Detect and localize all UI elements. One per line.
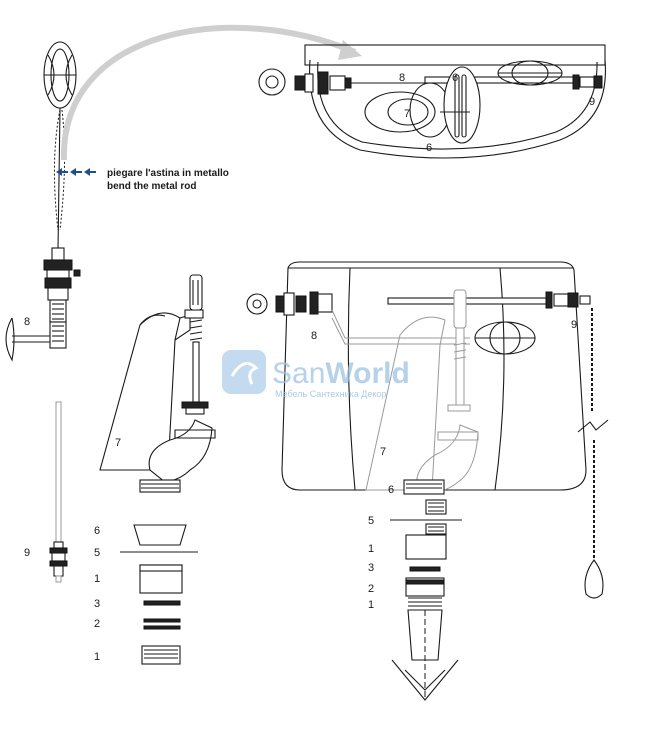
label-flush-7: 7 (115, 437, 121, 449)
label-top-6: 6 (452, 72, 458, 84)
label-left-3: 3 (94, 598, 100, 610)
rod-part-9 (49, 401, 68, 583)
tank-top-view (258, 44, 607, 159)
exploded-parts-left (120, 524, 198, 665)
watermark-tagline: Мебель Сантехника Декор (275, 389, 386, 399)
watermark-brand-prefix: San (272, 357, 325, 390)
label-left-1b: 1 (94, 651, 100, 663)
label-top-8: 8 (399, 72, 405, 84)
bent-rod (53, 107, 66, 251)
flush-valve-assembly (99, 274, 216, 493)
label-tank-9: 9 (571, 319, 577, 331)
label-tank-8: 8 (311, 330, 317, 342)
label-right-3: 3 (368, 562, 374, 574)
label-left-1a: 1 (94, 573, 100, 585)
watermark: SanWorld Мебель Сантехника Декор (222, 350, 410, 399)
float-ball-top-left (43, 41, 77, 109)
tank-flush-valve-ghost (365, 289, 479, 495)
label-right-2: 2 (368, 583, 374, 595)
curved-arrow (60, 24, 357, 161)
label-right-5: 5 (368, 515, 374, 527)
label-right-1b: 1 (368, 599, 374, 611)
instruction-english: bend the metal rod (107, 181, 196, 192)
label-left-2: 2 (94, 618, 100, 630)
sanworld-logo-icon (222, 350, 266, 394)
float-valve-left (5, 247, 81, 362)
instruction-italian: piegare l'astina in metallo (107, 168, 229, 179)
watermark-brand: SanWorld (272, 357, 410, 390)
watermark-brand-suffix: World (325, 357, 409, 390)
curved-arrow-head (338, 40, 362, 60)
label-left-5: 5 (94, 547, 100, 559)
label-top-7: 7 (404, 108, 410, 120)
label-tank-6: 6 (388, 484, 394, 496)
pull-handle-icon (584, 559, 604, 599)
label-tank-7: 7 (380, 446, 386, 458)
chain-icon (577, 308, 609, 560)
label-top-6-lower: 6 (426, 142, 432, 154)
label-top-9: 9 (589, 96, 595, 108)
label-left-6: 6 (94, 525, 100, 537)
tank-front-view (281, 261, 587, 491)
exploded-parts-right (390, 499, 462, 701)
left-arrow-icon (56, 168, 96, 176)
tank-inlet-valve (246, 291, 470, 345)
tank-crossbar (387, 291, 591, 355)
label-rod-9: 9 (24, 547, 30, 559)
label-right-1a: 1 (368, 543, 374, 555)
label-valve-8: 8 (24, 316, 30, 328)
